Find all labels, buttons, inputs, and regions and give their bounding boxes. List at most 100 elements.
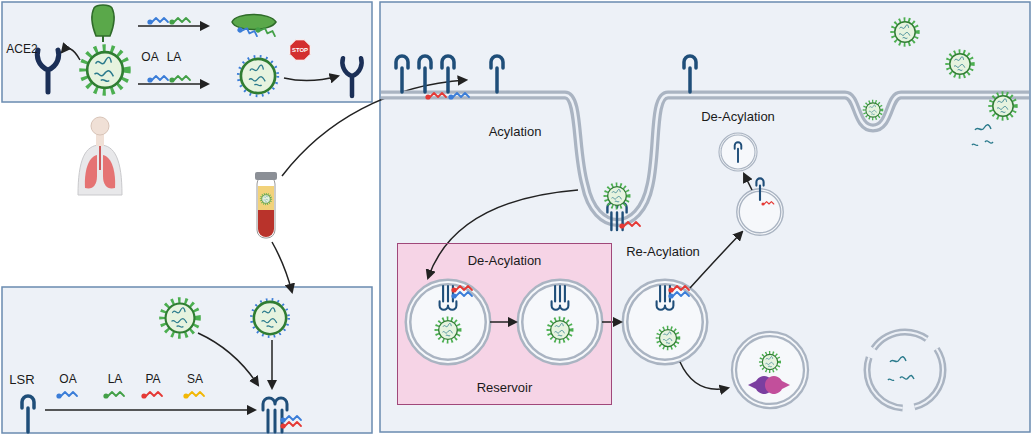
ace2-blocking-scheme [284,76,338,81]
fatty-acid-label: PA [145,373,160,387]
stop-sign-text: STOP [292,47,308,54]
virus-particles [947,51,972,76]
recycling-vesicles [625,282,705,362]
ace2-blocking-scheme [92,5,114,36]
pathway-arrows [680,362,728,389]
recycling-vesicles [625,134,943,408]
patient-figure [85,155,97,189]
virus-particles [892,19,917,44]
lsr-binding-scheme [45,409,255,411]
reservoir-vesicles [548,318,571,341]
fatty-acid-label: SA [187,373,203,387]
membrane-receptors [419,56,431,92]
reservoir-vesicles [408,282,488,362]
lsr-binding-scheme [183,392,204,399]
recycling-vesicles [658,328,679,349]
receptor-label: LSR [9,373,34,388]
ace2-blocking-scheme [169,18,190,25]
recycling-vesicles [734,334,806,406]
ace2-blocking-scheme [138,25,208,27]
recycling-vesicles [735,142,742,162]
lsr-binding-scheme [198,333,258,385]
pathway-arrows [428,174,752,389]
recycling-vesicles [668,292,689,299]
ace2-blocking-scheme [102,36,104,42]
pathway-arrows [690,232,742,288]
membrane-receptors [619,222,640,229]
process-label: Re-Acylation [626,245,700,260]
panel [2,2,372,102]
lsr-binding-scheme [22,299,301,432]
reservoir-vesicles [436,318,459,341]
virus-particles [864,101,882,119]
virus-particles [864,19,1015,145]
patient-figure [99,146,101,170]
lsr-binding-scheme [280,416,301,423]
ace2-blocking-scheme [147,18,168,25]
ace2-blocking-scheme [238,56,278,96]
pathway-arrows [428,190,578,278]
ace2-blocking-scheme [255,25,277,38]
region-title: Reservoir [477,381,533,396]
blood-tube [261,194,272,205]
ace2-blocking-scheme [37,50,58,92]
fatty-acid-label: LA [167,51,182,65]
patient-figure [103,155,115,189]
membrane-receptors [442,56,454,92]
recycling-vesicles [756,178,763,200]
lsr-binding-scheme [103,392,124,399]
patient-figure [78,145,122,195]
cell-membrane [381,95,1029,223]
patient-figure [78,117,122,195]
lsr-binding-scheme [162,300,198,336]
blood-tube [258,210,274,237]
ace2-blocking-scheme [290,40,310,60]
lsr-binding-scheme [56,392,77,399]
panel [380,2,1030,432]
recycling-vesicles [867,332,943,408]
reservoir-vesicles [451,292,472,299]
reservoir-vesicles [451,286,472,293]
membrane-receptors [491,56,503,92]
blood-tube [257,176,275,238]
panel [2,287,372,433]
cell-membrane [381,95,1029,223]
reservoir-vesicles [408,282,600,362]
reservoir-region: De-AcylationReservoir [397,243,612,405]
lsr-binding-scheme [22,396,34,432]
ace2-blocking-scheme [147,76,168,83]
ace2-blocking-scheme [342,58,361,96]
virus-particles [972,125,993,146]
pathway-arrows [744,174,752,190]
process-label: Acylation [489,125,542,140]
ace2-blocking-scheme [169,76,190,83]
ace2-blocking-scheme [138,83,208,85]
lsr-binding-scheme [271,340,273,388]
pathway-arrows [490,321,516,323]
recycling-vesicles [765,376,790,394]
ace2-blocking-scheme [83,48,127,92]
cell-membrane [381,95,1029,223]
lsr-binding-scheme [251,299,288,336]
patient-figure [91,117,109,135]
recycling-vesicles [761,353,780,372]
membrane-receptors [425,93,446,100]
lsr-binding-scheme [280,422,301,429]
ace2-blocking-scheme [37,5,361,96]
virus-particles [990,93,1015,118]
ace2-blocking-scheme [232,15,276,30]
fatty-acid-label: LA [108,373,123,387]
flow-arrow [272,242,292,292]
reservoir-vesicles [520,282,600,362]
recycling-vesicles [668,286,689,293]
membrane-receptors [396,56,408,92]
ace2-blocking-scheme [62,48,80,60]
blood-tube [258,186,274,210]
reservoir-vesicles [552,286,569,310]
lsr-binding-scheme [141,392,162,399]
reservoir-fill [397,243,612,405]
